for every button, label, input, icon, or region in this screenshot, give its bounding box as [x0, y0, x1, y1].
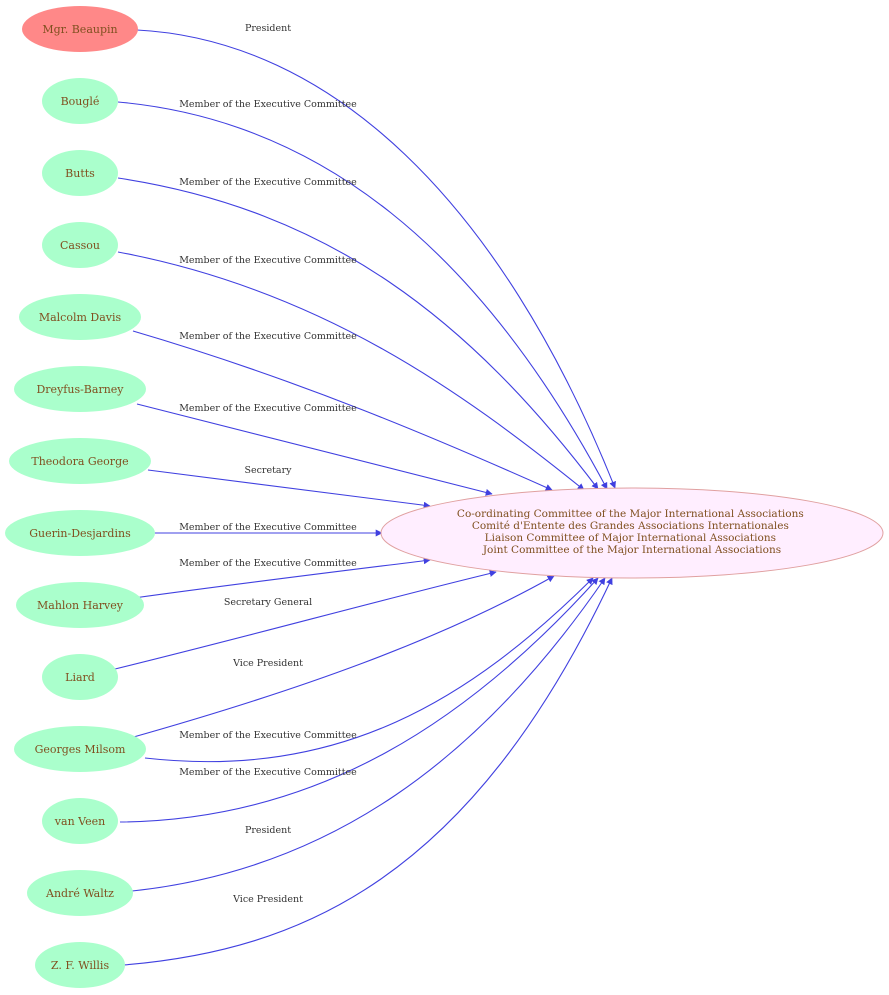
- person-node: Butts: [42, 150, 118, 196]
- person-node: Cassou: [42, 222, 118, 268]
- edge-role-label: Member of the Executive Committee: [179, 522, 357, 533]
- edge-role-label: Vice President: [232, 658, 303, 669]
- person-name: Z. F. Willis: [51, 959, 110, 972]
- person-ellipse: [19, 294, 141, 340]
- relationship-edge: [117, 101, 608, 490]
- person-ellipse: [5, 510, 155, 556]
- person-node: André Waltz: [27, 870, 133, 916]
- person-node: Georges Milsom: [14, 726, 146, 772]
- committee-label: Co-ordinating Committee of the Major Int…: [457, 508, 807, 556]
- person-ellipse: [9, 438, 151, 484]
- edge-role-label: Member of the Executive Committee: [179, 767, 357, 778]
- person-name: Dreyfus-Barney: [36, 383, 124, 396]
- person-name: André Waltz: [45, 887, 114, 900]
- relationship-edge: [133, 557, 431, 599]
- person-ellipse: [14, 366, 146, 412]
- person-ellipse: [14, 726, 146, 772]
- person-node: Theodora George: [9, 438, 151, 484]
- person-name: Mahlon Harvey: [37, 599, 124, 612]
- edge-role-label: Member of the Executive Committee: [179, 255, 357, 266]
- person-name: Butts: [65, 167, 95, 180]
- edge-role-label: President: [245, 825, 291, 836]
- person-node: Z. F. Willis: [35, 942, 125, 988]
- edge-role-label: Member of the Executive Committee: [179, 403, 357, 414]
- edges-layer: [114, 29, 616, 966]
- relationship-edge: [144, 577, 594, 763]
- relationship-edge: [147, 469, 431, 509]
- edge-role-label: Member of the Executive Committee: [179, 331, 357, 342]
- person-name: Liard: [65, 671, 95, 684]
- relationship-edge: [119, 577, 599, 823]
- person-node: Guerin-Desjardins: [5, 510, 155, 556]
- person-ellipse: [16, 582, 144, 628]
- relationship-edge: [136, 403, 493, 496]
- edge-role-label: Member of the Executive Committee: [179, 99, 357, 110]
- person-node: Dreyfus-Barney: [14, 366, 146, 412]
- person-ellipse-highlighted: [22, 6, 138, 52]
- relationship-edge: [114, 570, 497, 670]
- edge-role-label: Secretary: [244, 465, 292, 476]
- person-node: Liard: [42, 654, 118, 700]
- committee-ellipse: [380, 487, 884, 579]
- person-name: Bouglé: [61, 95, 100, 108]
- committee-name-line: Liaison Committee of Major International…: [485, 532, 776, 544]
- person-ellipse: [42, 150, 118, 196]
- relationship-edge: [117, 177, 599, 490]
- person-name: van Veen: [54, 815, 105, 828]
- person-ellipse: [42, 798, 118, 844]
- edge-role-label: Secretary General: [224, 597, 312, 608]
- committee-name-line: Joint Committee of the Major Internation…: [482, 544, 781, 556]
- edge-role-label: Member of the Executive Committee: [179, 558, 357, 569]
- relationship-edge: [117, 251, 585, 491]
- relationship-edge: [136, 29, 616, 489]
- relationship-edge: [131, 577, 606, 892]
- person-node: Malcolm Davis: [19, 294, 141, 340]
- committee-name-line: Comité d'Entente des Grandes Association…: [472, 520, 789, 532]
- person-ellipse: [35, 942, 125, 988]
- person-ellipse: [42, 654, 118, 700]
- relationship-edge: [129, 575, 555, 739]
- person-node: Mahlon Harvey: [16, 582, 144, 628]
- edge-role-label: President: [245, 23, 291, 34]
- relationship-edge: [123, 577, 613, 966]
- committee-name-line: Co-ordinating Committee of the Major Int…: [457, 508, 804, 520]
- edge-role-label: Member of the Executive Committee: [179, 177, 357, 188]
- person-name: Theodora George: [31, 455, 128, 468]
- person-name: Mgr. Beaupin: [42, 23, 117, 36]
- person-ellipse: [27, 870, 133, 916]
- committee-node: Co-ordinating Committee of the Major Int…: [380, 487, 884, 579]
- person-node: Bouglé: [42, 78, 118, 124]
- person-node: van Veen: [42, 798, 118, 844]
- person-name: Guerin-Desjardins: [29, 527, 131, 540]
- person-name: Georges Milsom: [35, 743, 126, 756]
- person-node: Mgr. Beaupin: [22, 6, 138, 52]
- person-ellipse: [42, 222, 118, 268]
- person-name: Malcolm Davis: [39, 311, 122, 324]
- person-ellipse: [42, 78, 118, 124]
- relationship-edge: [132, 330, 553, 491]
- edge-role-label: Member of the Executive Committee: [179, 730, 357, 741]
- person-name: Cassou: [60, 239, 100, 252]
- edge-role-label: Vice President: [232, 894, 303, 905]
